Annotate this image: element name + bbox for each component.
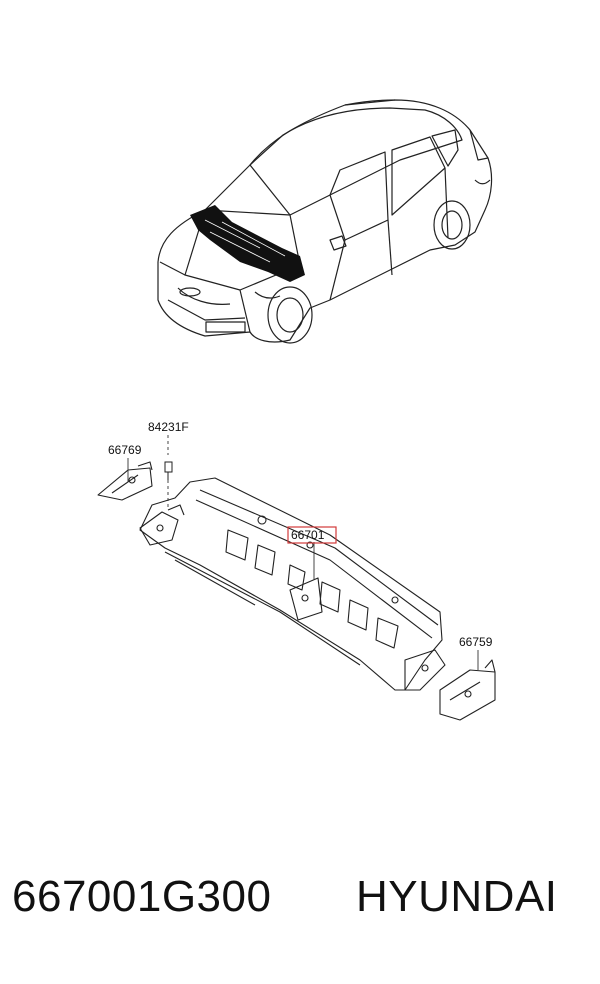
- cowl-panel-drawing: [139, 477, 446, 691]
- label-bolt: 84231F: [148, 420, 189, 434]
- cowl-highlight-band: [190, 205, 305, 282]
- leader-lines: [127, 435, 479, 670]
- car-illustration: [157, 99, 493, 344]
- part-highlight-box: [287, 526, 337, 544]
- label-cowl-panel: 66701: [291, 528, 325, 542]
- part-number-text: 667001G300: [12, 872, 272, 921]
- right-bracket-part: [439, 659, 496, 721]
- bolt-part: [164, 461, 173, 480]
- cowl-band-texture: [204, 219, 286, 263]
- brand-text: HYUNDAI: [356, 872, 558, 921]
- left-bracket-part: [97, 461, 153, 501]
- footer: 667001G300 HYUNDAI: [0, 872, 600, 952]
- label-right-bracket: 66759: [459, 635, 493, 649]
- label-left-bracket: 66769: [108, 443, 142, 457]
